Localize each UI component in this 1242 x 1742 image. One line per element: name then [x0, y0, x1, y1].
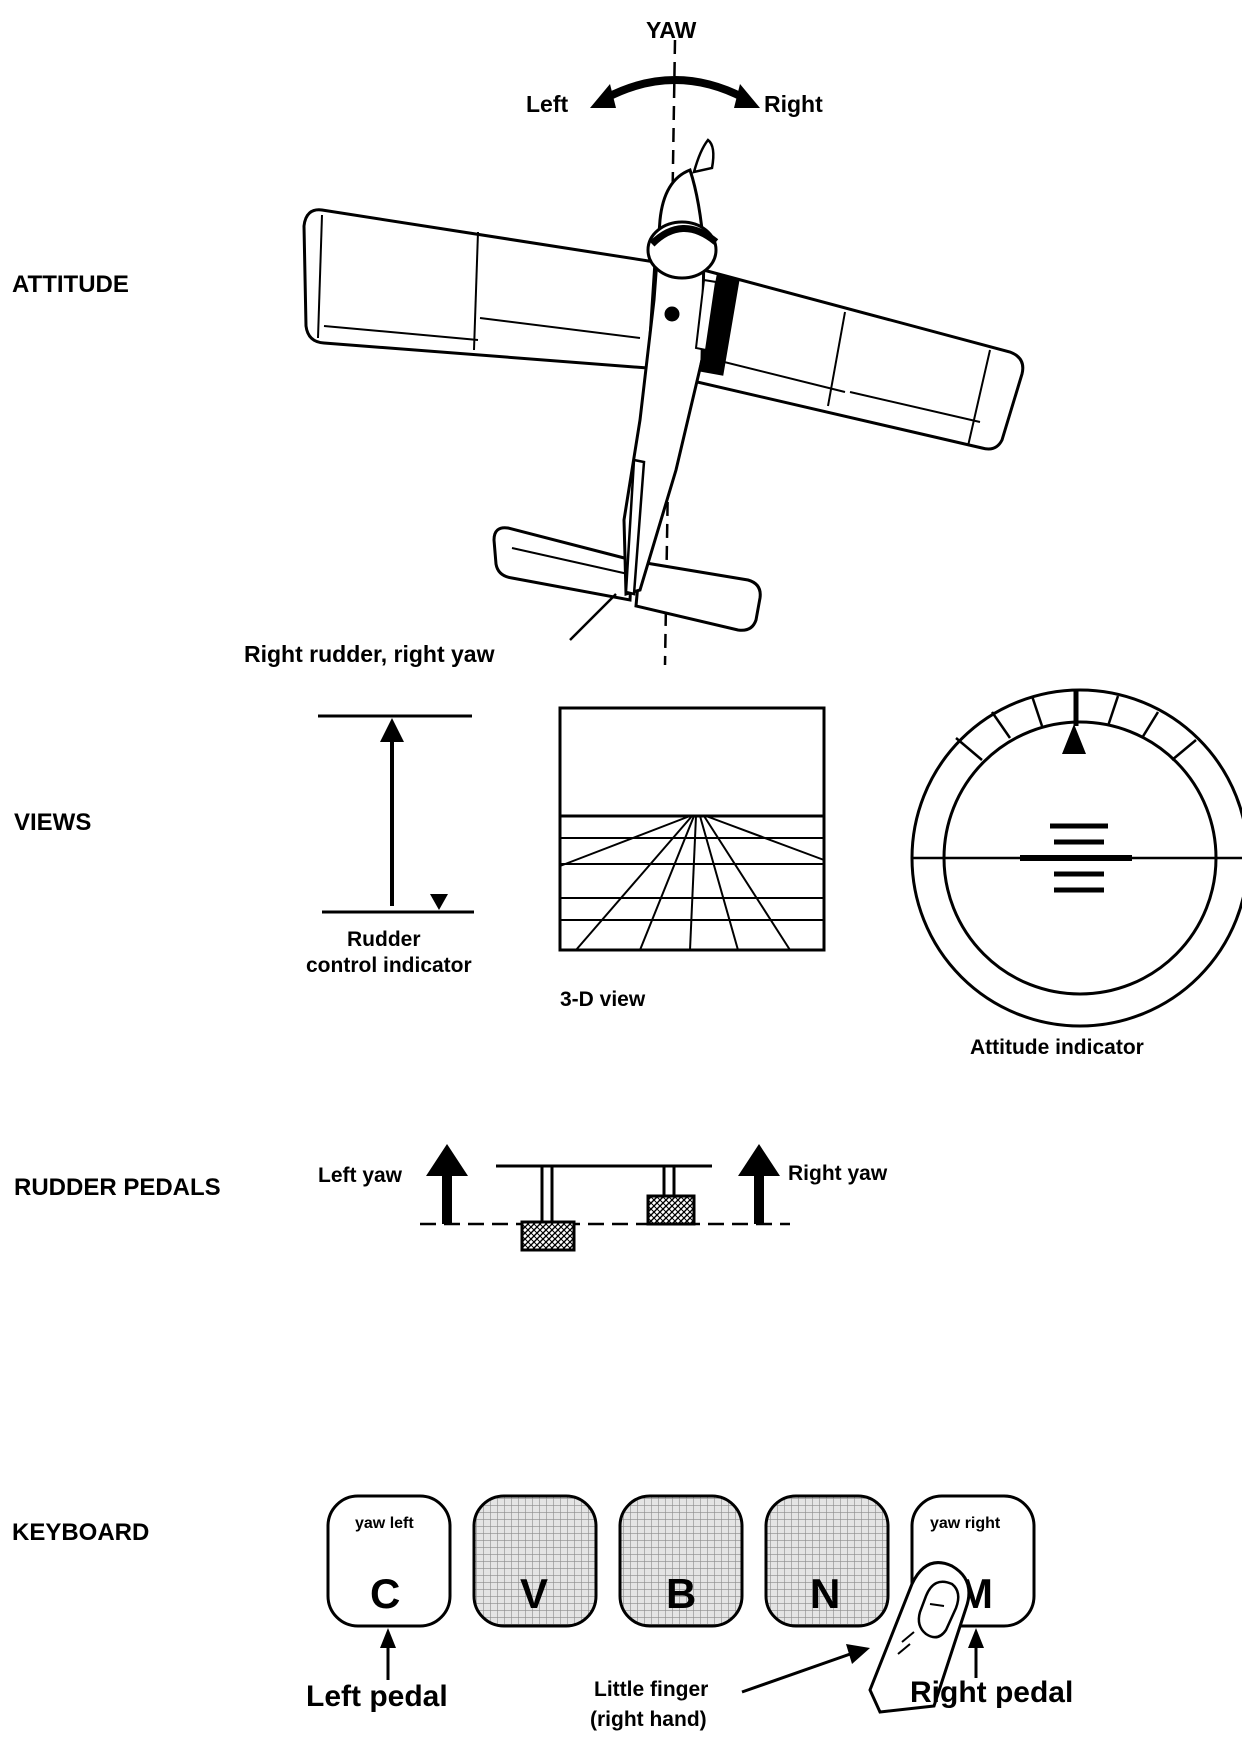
left-yaw-label: Left yaw [318, 1164, 403, 1187]
left-yaw-arrow [426, 1144, 468, 1224]
key-n-letter: N [810, 1570, 840, 1617]
three-d-view-screen [558, 706, 826, 952]
right-wing [678, 266, 1025, 451]
right-yaw-arrow [738, 1144, 780, 1224]
key-v[interactable] [472, 1494, 598, 1628]
horizontal-stabilizer [492, 526, 634, 602]
key-n[interactable] [764, 1494, 890, 1628]
yaw-left-arrowhead [590, 84, 616, 108]
section-label-views: VIEWS [14, 809, 91, 836]
right-yaw-label: Right yaw [788, 1162, 888, 1185]
key-b[interactable] [618, 1494, 744, 1628]
yaw-right-label: Right [764, 91, 823, 117]
key-c-caption: yaw left [355, 1515, 414, 1532]
yaw-arc-arrow [604, 76, 746, 102]
key-c[interactable] [326, 1494, 452, 1628]
caption-pointer [569, 593, 617, 641]
section-label-rudder-pedals: RUDDER PEDALS [14, 1174, 221, 1201]
airplane-top-view [302, 39, 1025, 666]
propeller [692, 138, 715, 174]
yaw-right-arrowhead [734, 84, 760, 108]
rudder-indicator-label-2: control indicator [306, 954, 472, 977]
keyboard-pointers [380, 1628, 984, 1694]
left-pedal [520, 1220, 576, 1252]
key-b-letter: B [666, 1570, 696, 1617]
right-pedal-label: Right pedal [910, 1676, 1073, 1709]
center-of-gravity-dot [664, 306, 680, 322]
key-v-letter: V [520, 1570, 548, 1617]
left-wing [302, 208, 657, 370]
attitude-indicator-label: Attitude indicator [970, 1036, 1144, 1059]
keyboard-keys [326, 1494, 1036, 1628]
section-label-keyboard: KEYBOARD [12, 1519, 149, 1546]
yaw-left-label: Left [526, 91, 569, 117]
attitude-indicator-dial [910, 688, 1242, 1028]
right-pedal [646, 1194, 696, 1226]
little-finger-label-1: Little finger [594, 1678, 708, 1701]
left-pedal-label: Left pedal [306, 1680, 448, 1713]
rudder-indicator-label-1: Rudder [347, 928, 421, 951]
rudder-control-indicator [318, 714, 474, 914]
rudder-yaw-caption: Right rudder, right yaw [244, 641, 495, 667]
rudder-pedals-diagram [420, 1164, 790, 1252]
key-m-caption: yaw right [930, 1515, 1001, 1532]
yaw-label: YAW [646, 17, 697, 43]
little-finger-label-2: (right hand) [590, 1708, 707, 1731]
little-finger-illustration [868, 1561, 971, 1714]
three-d-view-label: 3-D view [560, 988, 646, 1011]
rudder [624, 458, 646, 596]
section-label-attitude: ATTITUDE [12, 271, 129, 298]
key-c-letter: C [370, 1570, 400, 1617]
